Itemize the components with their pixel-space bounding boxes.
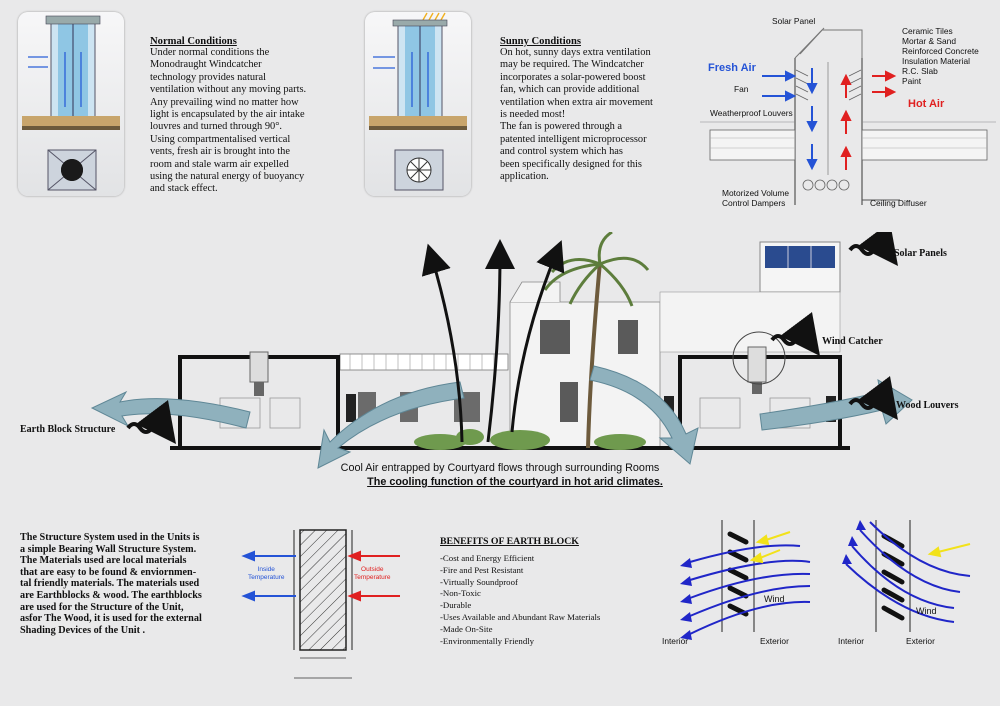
text-line: technology provides natural	[150, 71, 266, 83]
exterior-label: Exterior	[906, 636, 935, 646]
material-item: R.C. Slab	[902, 66, 938, 76]
courtyard-section-diagram: Solar Panels Wind Catcher Wood Louvers E…	[0, 232, 1000, 472]
text-line: been specifically designed for this	[500, 158, 642, 170]
solar-panels-label: Solar Panels	[894, 248, 947, 259]
normal-conditions-illustration	[18, 12, 124, 196]
exterior-label: Exterior	[760, 636, 789, 646]
fresh-air-label: Fresh Air	[708, 62, 756, 74]
text-line: incorporates a solar-powered boost	[500, 71, 646, 83]
text-line: The Structure System used in the Units i…	[20, 532, 200, 543]
text-line: are used for the Structure of the Unit,	[20, 601, 184, 613]
benefit-item: -Environmentally Friendly	[440, 635, 535, 646]
text-line: are Earthblocks & wood. The earthblocks	[20, 589, 202, 601]
material-item: Ceramic Tiles	[902, 26, 953, 36]
text-line: may be required. The Windcatcher	[500, 59, 644, 71]
interior-label: Interior	[662, 636, 689, 646]
benefit-item: -Made On-Site	[440, 623, 493, 634]
text-line: ventilation when extra air movement	[500, 96, 653, 108]
benefit-item: -Fire and Pest Resistant	[440, 564, 524, 575]
section-caption: Cool Air entrapped by Courtyard flows th…	[340, 462, 660, 474]
text-line: tal friendly materials. The materials us…	[20, 578, 200, 590]
text-line: and stack effect.	[150, 183, 218, 195]
wind-label: Wind	[916, 606, 937, 616]
benefits-title: BENEFITS OF EARTH BLOCK	[440, 536, 579, 547]
louver-wind-diagram-1: Wind Interior Exterior	[660, 516, 820, 646]
text-line: asfor The Wood, it is used for the exter…	[20, 613, 202, 625]
outside-line: Temperature	[354, 573, 391, 581]
text-line: using the natural energy of buoyancy	[150, 171, 305, 183]
inside-line: Inside	[257, 566, 275, 573]
text-line: The Materials used are local materials	[20, 555, 187, 567]
outside-line: Outside	[361, 566, 384, 573]
material-item: Paint	[902, 76, 922, 86]
benefit-item: -Durable	[440, 600, 472, 611]
dampers-line: Control Dampers	[722, 198, 786, 208]
text-line: fan, which can provide additional	[500, 84, 640, 96]
text-line: On hot, sunny days extra ventilation	[500, 47, 651, 58]
solar-panel-label: Solar Panel	[772, 16, 816, 26]
material-item: Reinforced Concrete	[902, 46, 979, 56]
sunny-conditions-text: Sunny Conditions On hot, sunny days extr…	[500, 36, 700, 183]
wind-catcher-label: Wind Catcher	[822, 336, 883, 347]
normal-conditions-text: Normal Conditions Under normal condition…	[150, 36, 360, 196]
hot-air-label: Hot Air	[908, 98, 945, 110]
text-line: light is encapsulated by the air intake	[150, 109, 305, 121]
inside-line: Temperature	[248, 573, 285, 581]
text-line: application.	[500, 171, 549, 183]
text-line: vents, fresh air is brought into the	[150, 146, 290, 158]
benefit-item: -Uses Available and Abundant Raw Materia…	[440, 611, 601, 622]
weatherproof-louvers-label: Weatherproof Louvers	[710, 108, 793, 118]
material-item: Mortar & Sand	[902, 36, 956, 46]
section-subcaption: The cooling function of the courtyard in…	[367, 476, 663, 488]
normal-conditions-heading: Normal Conditions	[150, 36, 237, 47]
benefit-item: -Non-Toxic	[440, 588, 481, 599]
earth-block-structure-label: Earth Block Structure	[20, 424, 116, 435]
ventilation-detail-diagram: Solar Panel Fresh Air Fan Weatherproof L…	[700, 10, 996, 215]
text-line: Shading Devices of the Unit .	[20, 624, 146, 636]
inside-temperature-label: Inside Temperature	[248, 566, 285, 581]
text-line: a simple Bearing Wall Structure System.	[20, 543, 197, 555]
louver-wind-diagram-2: Wind Interior Exterior	[830, 516, 992, 646]
outside-temperature-label: Outside Temperature	[354, 566, 391, 581]
ceiling-diffuser-label: Ceiling Diffuser	[870, 198, 927, 208]
text-line: room and stale warm air expelled	[150, 158, 289, 170]
text-line: ventilation without any moving parts.	[150, 84, 307, 96]
text-line: and control system which has	[500, 146, 623, 158]
material-item: Insulation Material	[902, 56, 970, 66]
benefit-item: -Virtually Soundproof	[440, 576, 518, 587]
text-line: patented intelligent microprocessor	[500, 133, 647, 145]
structure-system-text: The Structure System used in the Units i…	[20, 532, 250, 636]
interior-label: Interior	[838, 636, 865, 646]
text-line: is needed most!	[500, 109, 566, 121]
roof-materials-list: Ceramic Tiles Mortar & Sand Reinforced C…	[902, 26, 979, 86]
dampers-line: Motorized Volume	[722, 188, 790, 198]
sunny-conditions-heading: Sunny Conditions	[500, 36, 581, 47]
text-line: louvres and turned through 90°.	[150, 121, 282, 133]
earth-block-wall-section: Inside Temperature Outside Temperature	[240, 526, 410, 702]
text-line: Under normal conditions the	[150, 47, 270, 58]
wood-louvers-label: Wood Louvers	[896, 400, 959, 411]
benefits-of-earth-block: BENEFITS OF EARTH BLOCK -Cost and Energy…	[440, 536, 640, 647]
sunny-conditions-illustration	[365, 12, 471, 196]
text-line: that are easy to be found & enviornmen-	[20, 566, 197, 578]
text-line: Any prevailing wind no matter how	[150, 96, 299, 108]
text-line: The fan is powered through a	[500, 121, 623, 133]
benefit-item: -Cost and Energy Efficient	[440, 553, 535, 563]
text-line: Using compartmentalised vertical	[150, 133, 291, 145]
text-line: Monodraught Windcatcher	[150, 59, 262, 71]
wind-label: Wind	[764, 594, 785, 604]
fan-label: Fan	[734, 84, 749, 94]
dampers-label: Motorized Volume Control Dampers	[722, 188, 789, 208]
